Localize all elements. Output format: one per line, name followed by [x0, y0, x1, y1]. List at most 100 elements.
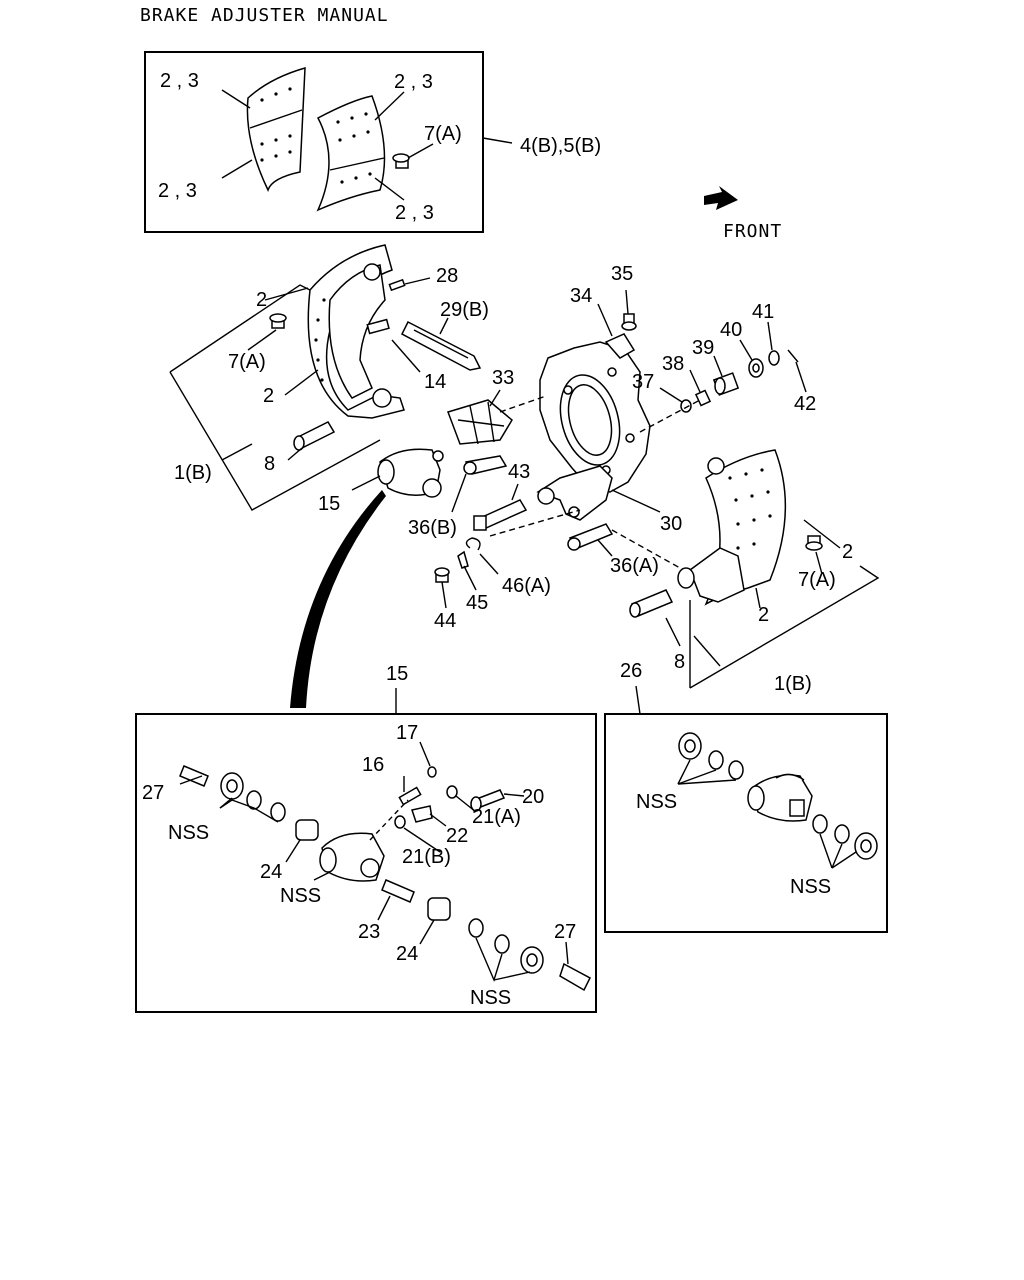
- callout-22: 22: [446, 825, 468, 847]
- ring-low: [494, 934, 510, 954]
- adjuster-arm: [536, 465, 613, 521]
- callout-35: 35: [611, 263, 633, 285]
- callout-33: 33: [492, 367, 514, 389]
- rivet-part: [392, 153, 410, 169]
- detail-pointer-arrow: [290, 490, 386, 708]
- callout-21a: 21(A): [472, 806, 521, 828]
- anchor-pin-29b: [401, 320, 482, 371]
- nss-2: NSS: [280, 885, 321, 907]
- callout-42: 42: [794, 393, 816, 415]
- washer-37: [680, 399, 692, 413]
- callout-2-right-low: 2: [758, 604, 769, 626]
- bushing-8-left: [293, 421, 336, 451]
- cylinder-26: [747, 773, 813, 822]
- callout-39: 39: [692, 337, 714, 359]
- front-label: FRONT: [723, 221, 782, 242]
- seal-26-low: [812, 814, 828, 834]
- callout-rivet-box: 7(A): [424, 123, 462, 145]
- page-title: BRAKE ADJUSTER MANUAL: [140, 5, 389, 26]
- bushing-8-right: [629, 589, 674, 618]
- callout-21b: 21(B): [402, 846, 451, 868]
- callout-8-left: 8: [264, 453, 275, 475]
- bushing-right: [677, 567, 695, 589]
- bolt-44: [434, 567, 450, 583]
- callout-36b: 36(B): [408, 517, 457, 539]
- callout-1b-left: 1(B): [174, 462, 212, 484]
- pin-14: [366, 318, 390, 335]
- callout-box-ref: 4(B),5(B): [520, 135, 601, 157]
- callout-46a: 46(A): [502, 575, 551, 597]
- callout-24-top: 24: [260, 861, 282, 883]
- clip-46a: [465, 537, 481, 551]
- bolt-20: [470, 789, 506, 812]
- callout-45: 45: [466, 592, 488, 614]
- bleeder-16: [398, 786, 422, 806]
- seal-26-top: [728, 760, 744, 780]
- callout-lining-br: 2 , 3: [395, 202, 434, 224]
- piston-24-top: [295, 819, 319, 841]
- washer-45: [457, 550, 469, 569]
- brake-lining-right: [316, 95, 386, 212]
- union-22: [411, 805, 433, 823]
- callout-44: 44: [434, 610, 456, 632]
- nss-4: NSS: [636, 791, 677, 813]
- callout-43: 43: [508, 461, 530, 483]
- rivet-7a-right: [805, 535, 823, 551]
- callout-16: 16: [362, 754, 384, 776]
- callout-28: 28: [436, 265, 458, 287]
- bushing-39: [712, 372, 740, 396]
- brake-lining-left: [246, 66, 306, 192]
- push-rod-27-low: [559, 962, 591, 992]
- detail-box-26: [604, 713, 888, 933]
- spring-38: [694, 389, 712, 407]
- callout-36a: 36(A): [610, 555, 659, 577]
- callout-lining-tl: 2 , 3: [160, 70, 199, 92]
- lining-box: [144, 51, 484, 233]
- nss-1: NSS: [168, 822, 209, 844]
- pin-43: [473, 499, 528, 531]
- callout-24-low: 24: [396, 943, 418, 965]
- boot-26-top: [678, 732, 702, 760]
- callout-37: 37: [632, 371, 654, 393]
- callout-2-top: 2: [256, 289, 267, 311]
- adjuster-36a: [567, 523, 614, 551]
- seal-top: [270, 802, 286, 822]
- bracket-34: [604, 333, 636, 359]
- seal-low: [468, 918, 484, 938]
- spring-23: [381, 879, 415, 903]
- callout-14: 14: [424, 371, 446, 393]
- callout-40: 40: [720, 319, 742, 341]
- callout-2-right: 2: [842, 541, 853, 563]
- callout-17: 17: [396, 722, 418, 744]
- callout-7a-right: 7(A): [798, 569, 836, 591]
- callout-7a-left: 7(A): [228, 351, 266, 373]
- ring-top: [246, 790, 262, 810]
- wheel-cylinder-15: [377, 448, 444, 498]
- callout-23: 23: [358, 921, 380, 943]
- callout-30: 30: [660, 513, 682, 535]
- nss-3: NSS: [470, 987, 511, 1009]
- piston-24-low: [427, 897, 451, 921]
- cap-17: [427, 766, 437, 778]
- callout-8-right: 8: [674, 651, 685, 673]
- callout-1b-right: 1(B): [774, 673, 812, 695]
- washer-40: [748, 358, 764, 378]
- callout-lining-bl: 2 , 3: [158, 180, 197, 202]
- brake-shoe-right: [689, 449, 787, 606]
- callout-2-mid: 2: [263, 385, 274, 407]
- ring-26-low: [834, 824, 850, 844]
- cylinder-body: [319, 832, 385, 882]
- washer-41: [768, 350, 780, 366]
- pin-28: [388, 278, 406, 292]
- callout-15: 15: [318, 493, 340, 515]
- adjuster-36b: [463, 455, 508, 475]
- callout-29b: 29(B): [440, 299, 489, 321]
- boot-26-low: [854, 832, 878, 860]
- boot-top: [220, 772, 244, 800]
- ring-26-top: [708, 750, 724, 770]
- push-rod-27-top: [179, 765, 209, 787]
- callout-20: 20: [522, 786, 544, 808]
- detail-box-15: [135, 713, 597, 1013]
- bolt-35: [621, 313, 637, 331]
